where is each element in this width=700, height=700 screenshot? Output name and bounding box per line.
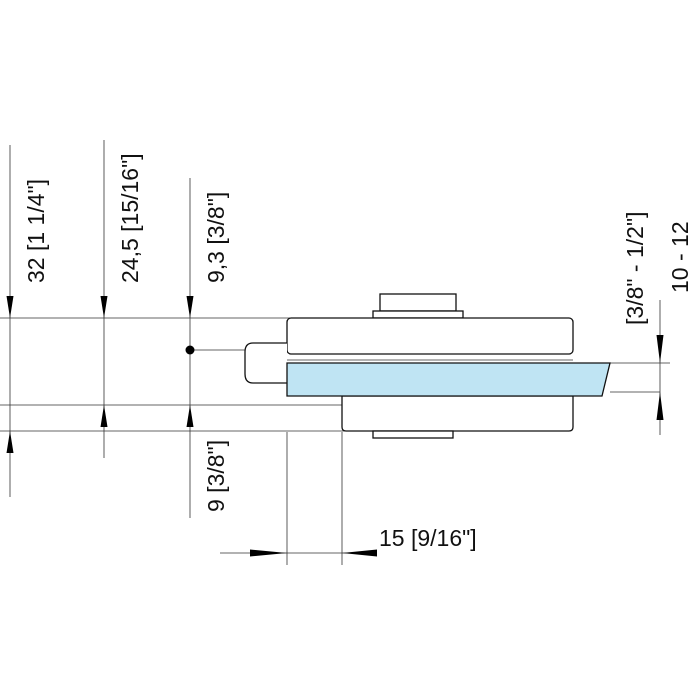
glass-panel <box>286 362 611 397</box>
arrow-glass-top <box>656 335 664 363</box>
dim-label-glass-imperial: [3/8" - 1/2"] <box>622 212 648 326</box>
arrow-glass-bottom <box>656 392 664 420</box>
top-screw-washer <box>372 310 464 319</box>
bottom-screw-head <box>372 430 454 439</box>
arrow-24-bottom <box>100 405 108 427</box>
extension-lines <box>0 317 670 565</box>
arrow-9-3-top <box>186 296 194 318</box>
dim-label-body-height: 24,5 [15/16"] <box>117 153 143 283</box>
dim-label-top-to-glass: 9,3 [3/8"] <box>203 192 229 283</box>
arrow-24-top <box>100 296 108 318</box>
arrow-15-right <box>342 549 377 557</box>
top-screw-head <box>379 293 457 312</box>
lower-clamp-plate <box>341 395 574 432</box>
dim-label-depth: 15 [9/16"] <box>379 525 477 551</box>
side-pin <box>244 342 287 384</box>
dimension-dot <box>185 345 195 355</box>
dim-label-total-height: 32 [1 1/4"] <box>23 179 49 283</box>
dimension-arrows <box>6 296 664 557</box>
arrow-9-bottom <box>186 405 194 427</box>
upper-clamp-plate <box>286 317 574 355</box>
clamp-section <box>244 293 574 439</box>
arrow-32-bottom <box>6 431 14 453</box>
arrow-32-top <box>6 296 14 318</box>
dim-label-glass-metric: 10 - 12 <box>667 221 693 293</box>
arrow-15-left <box>250 549 287 557</box>
dim-label-bottom-to-glass: 9 [3/8"] <box>203 440 229 512</box>
